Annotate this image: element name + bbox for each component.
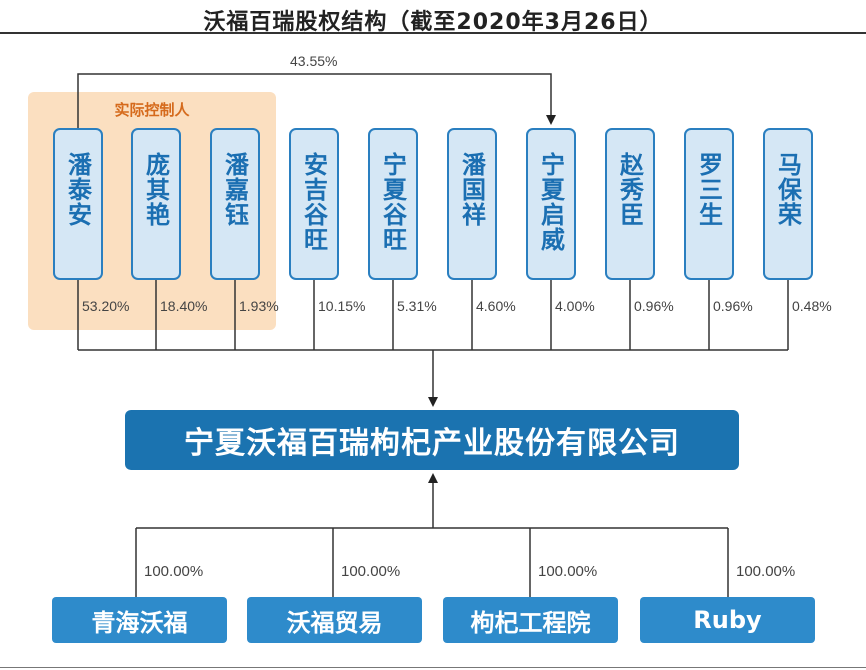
shareholder-name: 潘嘉钰	[220, 152, 249, 227]
shareholder-pct: 0.48%	[792, 298, 832, 314]
subsidiary-pct: 100.00%	[144, 563, 204, 580]
shareholder-name: 马保荣	[773, 152, 802, 227]
shareholder-name: 安吉谷旺	[299, 152, 328, 252]
shareholder-name: 赵秀臣	[615, 152, 644, 227]
shareholder-box: 马保荣	[763, 128, 813, 280]
shareholder-box: 庞其艳	[131, 128, 181, 280]
shareholder-box: 潘嘉钰	[210, 128, 260, 280]
subsidiary-pct: 100.00%	[341, 563, 401, 580]
shareholder-pct: 4.60%	[476, 298, 516, 314]
diagram-title: 沃福百瑞股权结构（截至2020年3月26日）	[203, 10, 663, 35]
shareholder-name: 宁夏启威	[536, 152, 565, 252]
subsidiary-box: 沃福贸易	[247, 597, 422, 643]
shareholder-name: 庞其艳	[141, 152, 170, 227]
subsidiary-pct: 100.00%	[538, 563, 598, 580]
shareholder-box: 潘泰安	[53, 128, 103, 280]
cross-holding-connector	[77, 73, 556, 128]
shareholder-name: 潘泰安	[63, 152, 92, 227]
shareholder-name: 潘国祥	[457, 152, 486, 227]
shareholder-pct: 5.31%	[397, 298, 437, 314]
shareholder-box: 宁夏谷旺	[368, 128, 418, 280]
top-divider	[0, 32, 866, 34]
shareholder-box: 宁夏启威	[526, 128, 576, 280]
bottom-divider	[0, 667, 866, 668]
main-company-box: 宁夏沃福百瑞枸杞产业股份有限公司	[125, 410, 739, 470]
shareholder-box: 赵秀臣	[605, 128, 655, 280]
actual-controller-label: 实际控制人	[114, 101, 190, 119]
shareholder-pct: 18.40%	[160, 298, 208, 314]
shareholder-box: 安吉谷旺	[289, 128, 339, 280]
subsidiary-pct: 100.00%	[736, 563, 796, 580]
shareholder-box: 潘国祥	[447, 128, 497, 280]
shareholder-name: 罗三生	[694, 152, 723, 227]
shareholder-pct: 0.96%	[634, 298, 674, 314]
subsidiary-box: Ruby	[640, 597, 815, 643]
shareholder-pct: 53.20%	[82, 298, 130, 314]
cross-holding-pct: 43.55%	[290, 53, 338, 69]
subsidiary-box: 枸杞工程院	[443, 597, 618, 643]
shareholder-pct: 4.00%	[555, 298, 595, 314]
shareholder-pct: 10.15%	[318, 298, 366, 314]
shareholder-pct: 0.96%	[713, 298, 753, 314]
shareholder-pct: 1.93%	[239, 298, 279, 314]
subsidiary-box: 青海沃福	[52, 597, 227, 643]
shareholder-box: 罗三生	[684, 128, 734, 280]
shareholder-name: 宁夏谷旺	[378, 152, 407, 252]
